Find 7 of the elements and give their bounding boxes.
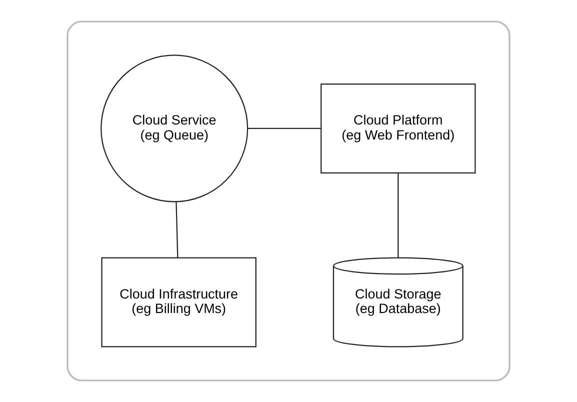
cluster xyxy=(66,20,510,382)
node-circle: Cloud Service (eg Queue) xyxy=(100,54,248,202)
node-box: Cloud Infrastructure (eg Billing VMs) xyxy=(101,257,256,348)
connector xyxy=(398,173,399,258)
connector xyxy=(176,202,178,258)
node-box: Cloud Platform (eg Web Frontend) xyxy=(320,83,476,174)
connector xyxy=(248,128,321,130)
